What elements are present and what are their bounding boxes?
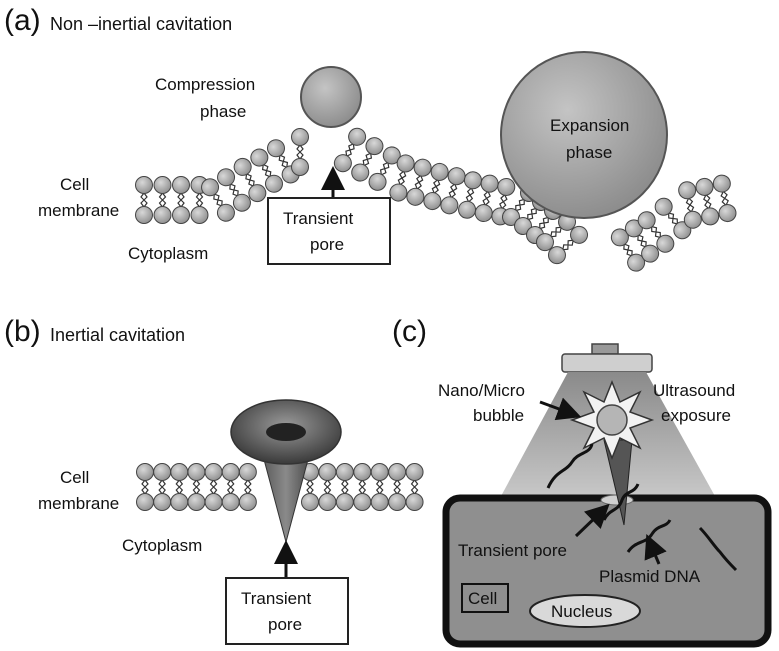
transient-pore-box-a-line2: pore — [310, 235, 344, 254]
lipid-pair — [201, 178, 235, 222]
panel-c-letter: (c) — [392, 315, 427, 348]
transient-pore-box-b — [225, 577, 349, 645]
lipid-pair — [351, 137, 384, 182]
lipid-pair — [136, 463, 154, 511]
lipid-pair — [610, 228, 646, 272]
cell-membrane-label-a-line2: membrane — [38, 201, 119, 220]
lipid-pair — [474, 174, 499, 223]
lipid-pair — [250, 148, 283, 193]
membrane-b — [136, 463, 424, 511]
lipid-pair — [712, 174, 737, 223]
transient-pore-box-a-line1: Transient — [283, 209, 354, 228]
cell-membrane-label-b-line1: Cell — [60, 468, 89, 487]
lipid-pair — [368, 146, 401, 191]
lipid-pair — [291, 128, 309, 176]
plasmid-dna-4 — [698, 526, 738, 572]
lipid-pair — [423, 162, 449, 211]
lipid-pair — [238, 463, 257, 511]
lipid-pair — [335, 463, 354, 511]
cell-membrane-label-a-line1: Cell — [60, 175, 89, 194]
lipid-pair — [678, 181, 702, 229]
lipid-pair — [233, 157, 267, 203]
transient-pore-box-a — [267, 197, 391, 265]
lipid-pair — [458, 171, 482, 219]
lipid-pair — [695, 177, 720, 226]
ultrasound-label-line2: exposure — [661, 406, 731, 425]
nucleus-label: Nucleus — [551, 602, 612, 621]
panel-a-title: Non –inertial cavitation — [50, 14, 232, 34]
panel-a-letter: (a) — [4, 4, 41, 37]
plasmid-dna-label: Plasmid DNA — [599, 567, 701, 586]
torus-hole — [266, 423, 306, 441]
transducer-knob — [591, 343, 619, 355]
ultrasound-label-line1: Ultrasound — [653, 381, 735, 400]
lipid-pair — [217, 168, 251, 212]
nano-micro-bubble — [596, 404, 628, 436]
bubble-label-line1: Nano/Micro — [438, 381, 525, 400]
bubble-label-line2: bubble — [473, 406, 524, 425]
lipid-pair — [440, 167, 466, 215]
panel-b-letter: (b) — [4, 315, 41, 348]
lipid-pair — [405, 463, 424, 511]
lipid-pair — [535, 212, 577, 252]
lipid-pair — [654, 197, 692, 240]
membrane-a — [135, 127, 737, 272]
lipid-pair — [170, 463, 189, 511]
transient-pore-box-b-line2: pore — [268, 615, 302, 634]
plasmid-arrow — [644, 533, 667, 565]
pore-arrow-c — [574, 503, 610, 538]
lipid-pair — [389, 154, 415, 202]
lipid-pair — [153, 176, 172, 224]
lipid-pair — [204, 463, 223, 511]
lipid-pair — [221, 463, 240, 511]
panel-b: (b) Inertial cavitation Cell membrane Cy… — [4, 315, 424, 645]
cell-label-box — [461, 583, 509, 613]
ultrasound-transducer — [561, 353, 653, 373]
panel-b-title: Inertial cavitation — [50, 325, 185, 345]
panel-a: (a) Non –inertial cavitation Compression… — [4, 4, 737, 272]
lipid-pair — [190, 176, 209, 224]
lipid-pair — [547, 225, 589, 265]
transient-pore-label-c: Transient pore — [458, 541, 567, 560]
lipid-pair — [318, 463, 337, 511]
lipid-pair — [370, 463, 389, 511]
panel-c: (c) Cell Nucleus Nano/Micro bubble Ultra… — [392, 315, 772, 648]
bubble-arrow — [539, 397, 582, 421]
lipid-pair — [637, 211, 675, 253]
lipid-pair — [406, 158, 432, 206]
expansion-label-line1: Expansion — [550, 116, 629, 135]
lipid-pair — [353, 463, 372, 511]
cell-membrane-label-b-line2: membrane — [38, 494, 119, 513]
cytoplasm-label-a: Cytoplasm — [128, 244, 208, 263]
cytoplasm-label-b: Cytoplasm — [122, 536, 202, 555]
lipid-pair — [172, 176, 190, 224]
lipid-pair — [187, 463, 206, 511]
lipid-pair — [153, 463, 172, 511]
compression-bubble — [300, 66, 362, 128]
transient-pore-box-b-line1: Transient — [241, 589, 312, 608]
expansion-label-line2: phase — [566, 143, 612, 162]
nucleus — [529, 594, 641, 628]
lipid-pair — [333, 127, 367, 173]
lipid-pair — [388, 463, 407, 511]
cell-label: Cell — [468, 589, 497, 608]
lipid-pair — [135, 176, 153, 224]
compression-label-line2: phase — [200, 102, 246, 121]
lipid-pair — [624, 219, 660, 263]
plasmid-dna-1 — [546, 443, 594, 489]
compression-label-line1: Compression — [155, 75, 255, 94]
expansion-bubble — [500, 51, 668, 219]
